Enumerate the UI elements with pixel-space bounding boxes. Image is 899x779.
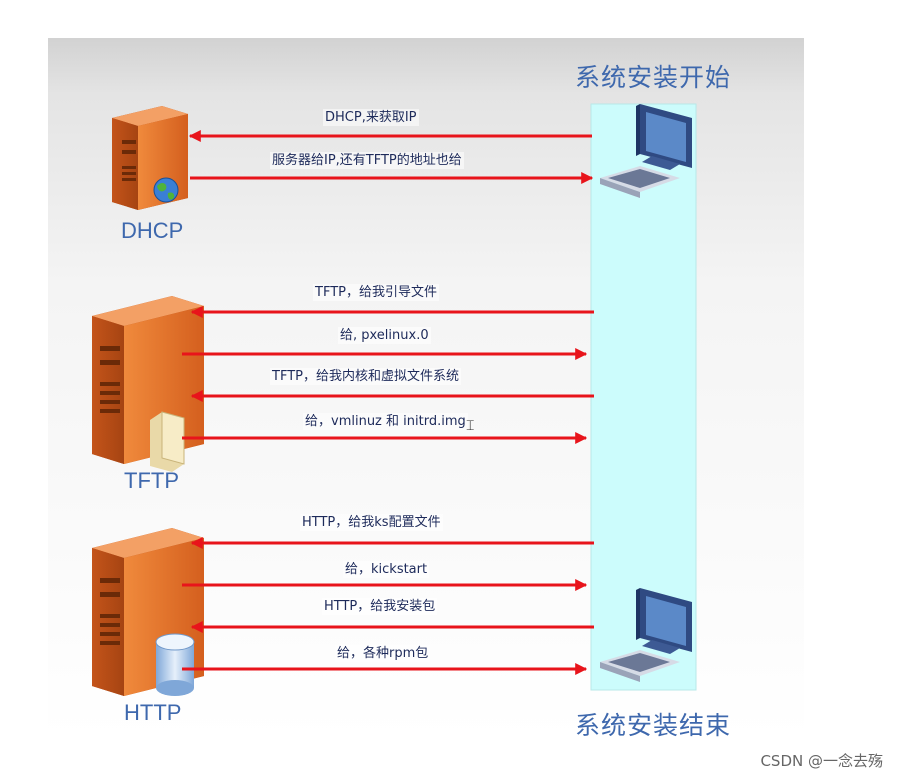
message-label: HTTP，给我ks配置文件 [300, 514, 443, 531]
message-label: 给，kickstart [343, 561, 430, 578]
globe-icon [153, 177, 179, 203]
message-label: 给，vmlinuz 和 initrd.img [303, 413, 468, 430]
http-label: HTTP [124, 700, 182, 725]
message-label: HTTP，给我安装包 [322, 598, 438, 615]
database-icon [155, 633, 195, 696]
folder-icon [150, 411, 185, 472]
message-label: TFTP，给我内核和虚拟文件系统 [270, 368, 461, 385]
message-label: 给, pxelinux.0 [338, 327, 431, 344]
computer-icon [600, 104, 692, 198]
install-start-title: 系统安装开始 [575, 63, 732, 92]
message-label: 服务器给IP,还有TFTP的地址也给 [270, 152, 464, 169]
dhcp-label: DHCP [121, 218, 184, 243]
message-arrows [182, 130, 594, 675]
mouse-cursor-icon: ⌶ [466, 418, 475, 434]
message-label: TFTP，给我引导文件 [313, 284, 439, 301]
message-label: 给，各种rpm包 [335, 645, 431, 662]
computer-icon [600, 588, 692, 682]
install-end-title: 系统安装结束 [575, 711, 732, 740]
message-label: DHCP,来获取IP [323, 109, 419, 126]
footer-watermark: CSDN @一念去殇 [760, 752, 883, 770]
tftp-label: TFTP [124, 468, 179, 493]
